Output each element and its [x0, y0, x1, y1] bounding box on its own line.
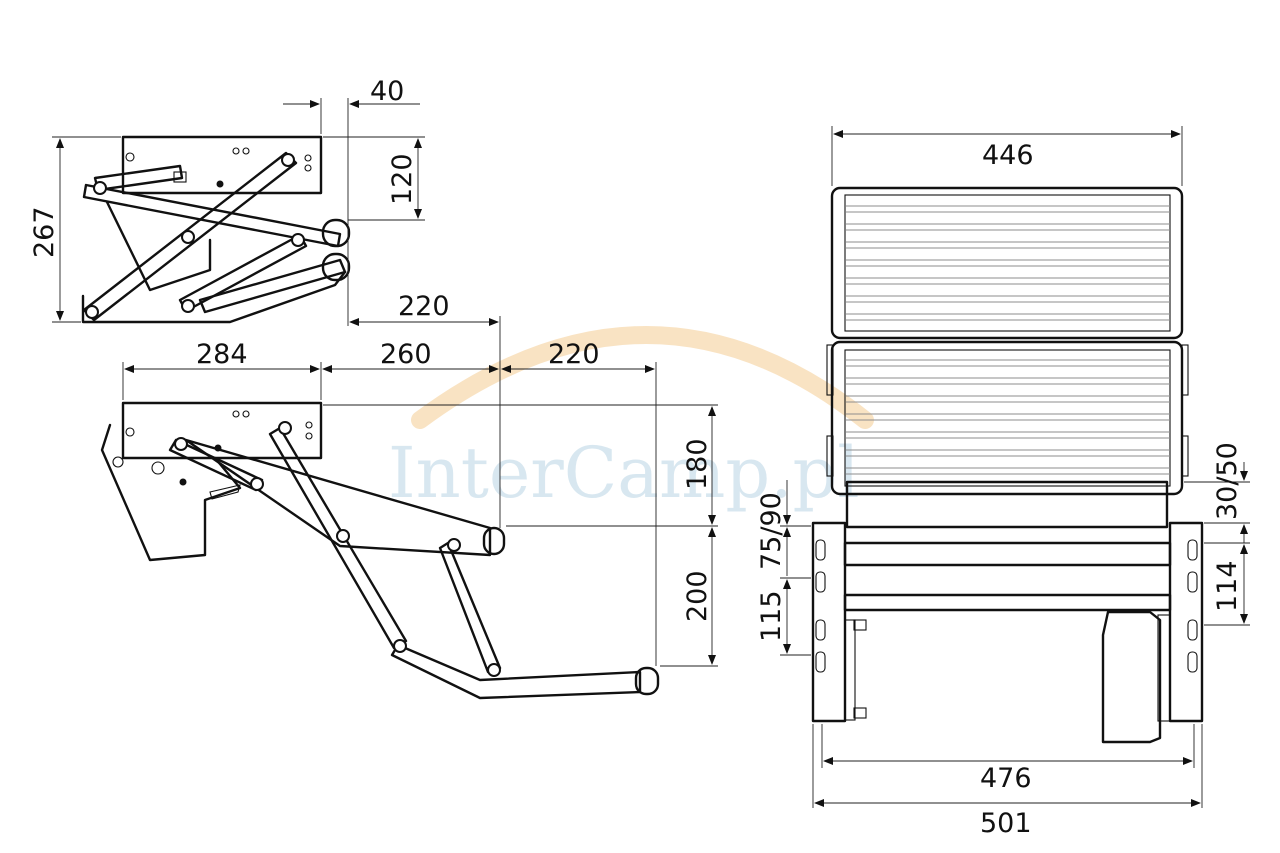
dim-folded-220: 220 — [398, 291, 450, 322]
folded-mounting-plate — [121, 135, 323, 195]
lower-slats — [846, 359, 1170, 475]
dim-front-30-50: 30/50 — [1212, 442, 1243, 520]
front-view: 446 476 501 30/50 114 75/90 115 — [756, 126, 1250, 839]
folded-step-arm — [198, 258, 347, 314]
watermark-arc — [411, 326, 874, 429]
front-frame-low — [843, 593, 1172, 612]
folded-side-view: 40 120 267 220 — [29, 76, 501, 528]
front-rail-left — [811, 521, 867, 723]
open-lower-arm — [390, 643, 642, 700]
dim-front-114: 114 — [1212, 560, 1243, 612]
open-bracket — [100, 423, 242, 562]
watermark-text: InterCamp.pl — [388, 432, 860, 514]
dim-folded-120: 120 — [387, 153, 418, 205]
open-upper-arm — [184, 438, 492, 557]
dim-front-115: 115 — [756, 590, 787, 642]
dim-open-260: 260 — [380, 339, 432, 370]
dim-front-501: 501 — [980, 808, 1032, 839]
dim-front-446: 446 — [982, 140, 1034, 171]
open-mounting-plate — [121, 401, 323, 460]
dim-open-200: 200 — [682, 570, 713, 622]
front-frame-mid — [843, 541, 1172, 567]
folded-bracket — [105, 200, 212, 292]
watermark: InterCamp.pl — [388, 326, 874, 514]
dim-front-476: 476 — [980, 763, 1032, 794]
dim-open-284: 284 — [196, 339, 248, 370]
folded-lever — [93, 164, 184, 192]
front-lower-step — [826, 340, 1189, 496]
open-tube-lower — [634, 666, 660, 696]
upper-slats — [846, 205, 1170, 321]
dim-open-180: 180 — [682, 438, 713, 490]
folded-tube-upper — [321, 218, 351, 248]
front-upper-step — [830, 186, 1184, 340]
folded-tube-lower — [321, 252, 351, 282]
dim-folded-40: 40 — [370, 76, 404, 107]
open-side-view: 284 260 220 180 200 — [100, 339, 718, 700]
dim-folded-267: 267 — [29, 206, 60, 258]
dim-front-75-90: 75/90 — [756, 492, 787, 570]
open-short-arm — [438, 541, 502, 674]
front-motor — [1101, 610, 1162, 744]
front-frame-top — [845, 480, 1169, 529]
front-rail-right — [1157, 521, 1204, 723]
open-tube-upper — [482, 526, 506, 556]
dim-open-220: 220 — [548, 339, 600, 370]
